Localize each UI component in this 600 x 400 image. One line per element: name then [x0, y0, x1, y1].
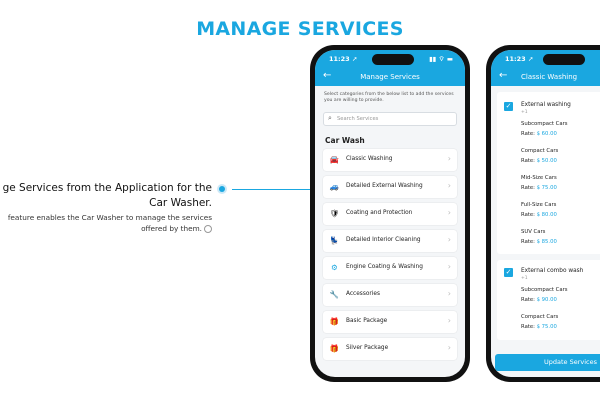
car-icon: 🚘 [329, 155, 340, 164]
car-type: SUV Cars [521, 229, 546, 235]
group-subtitle: +1 [521, 276, 528, 281]
search-placeholder: Search Services [337, 116, 379, 122]
car-type: Compact Cars [521, 314, 559, 320]
service-group-card: ✓ External washing +1 Subcompact Cars Ra… [497, 92, 600, 254]
service-label: Classic Washing [346, 156, 393, 162]
status-bar: 11:23 ➚ ▮▮ ⌔ ▬ [315, 50, 465, 68]
rate-value: $ 50.00 [536, 158, 557, 164]
chevron-right-icon: › [447, 343, 451, 352]
rate-line: Rate: $ 50.00 [521, 158, 557, 164]
connector-dot [219, 186, 225, 192]
search-input[interactable]: ⌕ Search Services [323, 112, 457, 126]
rate-label: Rate: [521, 297, 535, 303]
chevron-right-icon: › [447, 235, 451, 244]
shield-icon: 🛡 [329, 209, 340, 218]
service-label: Accessories [346, 291, 380, 297]
seat-icon: 💺 [329, 236, 340, 245]
car-wash-icon: 🚙 [329, 182, 340, 191]
service-item-detailed-interior-cleaning[interactable]: 💺 Detailed Interior Cleaning › [323, 230, 457, 252]
package-icon: 🎁 [329, 317, 340, 326]
service-label: Basic Package [346, 318, 388, 324]
app-header: ← Manage Services [315, 68, 465, 86]
feature-heading: ge Services from the Application for the… [2, 182, 212, 209]
service-item-coating-protection[interactable]: 🛡 Coating and Protection › [323, 203, 457, 225]
chevron-right-icon: › [447, 289, 451, 298]
car-type: Mid-Size Cars [521, 175, 557, 181]
service-label: Coating and Protection [346, 210, 413, 216]
feature-description: feature enables the Car Washer to manage… [0, 212, 212, 234]
rate-line: Rate: $ 85.00 [521, 239, 557, 245]
rate-label: Rate: [521, 324, 535, 330]
checkbox-checked[interactable]: ✓ [504, 102, 513, 111]
service-item-accessories[interactable]: 🔧 Accessories › [323, 284, 457, 306]
chevron-right-icon: › [447, 154, 451, 163]
back-arrow-icon[interactable]: ← [499, 70, 508, 81]
phone-classic-washing: 11:23 ➚ ← Classic Washing ✓ External was… [486, 45, 600, 382]
engine-icon: ⚙ [331, 263, 338, 272]
chevron-right-icon: › [447, 208, 451, 217]
circle-icon [204, 225, 212, 233]
search-icon: ⌕ [328, 114, 332, 122]
group-title: External combo wash [521, 268, 584, 274]
app-header: ← Classic Washing [491, 68, 600, 86]
back-arrow-icon[interactable]: ← [323, 70, 332, 81]
group-title: External washing [521, 102, 571, 108]
rate-value: $ 60.00 [536, 131, 557, 137]
rate-value: $ 80.00 [536, 212, 557, 218]
header-title: Classic Washing [521, 73, 578, 81]
status-time: 11:23 ➚ [505, 55, 534, 63]
rate-label: Rate: [521, 212, 535, 218]
rate-line: Rate: $ 80.00 [521, 212, 557, 218]
rate-line: Rate: $ 75.00 [521, 185, 557, 191]
header-title: Manage Services [360, 73, 420, 81]
group-subtitle: +1 [521, 110, 528, 115]
connector-line [232, 189, 310, 190]
chevron-right-icon: › [447, 262, 451, 271]
service-label: Detailed Interior Cleaning [346, 237, 421, 243]
page-title: MANAGE SERVICES [196, 18, 404, 40]
service-item-engine-coating[interactable]: ⚙ Engine Coating & Washing › [323, 257, 457, 279]
car-type: Subcompact Cars [521, 287, 568, 293]
rate-label: Rate: [521, 131, 535, 137]
service-item-classic-washing[interactable]: 🚘 Classic Washing › [323, 149, 457, 171]
status-icons: ▮▮ ⌔ ▬ [429, 55, 453, 63]
rate-value: $ 85.00 [536, 239, 557, 245]
phone-screen: 11:23 ➚ ← Classic Washing ✓ External was… [491, 50, 600, 377]
dynamic-island [372, 54, 414, 65]
rate-label: Rate: [521, 239, 535, 245]
rate-line: Rate: $ 75.00 [521, 324, 557, 330]
silver-package-icon: 🎁 [329, 344, 340, 353]
car-type: Full-Size Cars [521, 202, 557, 208]
service-item-silver-package[interactable]: 🎁 Silver Package › [323, 338, 457, 360]
status-bar: 11:23 ➚ [491, 50, 600, 68]
service-label: Detailed External Washing [346, 183, 423, 189]
instruction-text: Select categories from the below list to… [324, 92, 454, 103]
chevron-right-icon: › [447, 181, 451, 190]
dynamic-island [543, 54, 585, 65]
rate-value: $ 90.00 [536, 297, 557, 303]
service-label: Silver Package [346, 345, 389, 351]
rate-line: Rate: $ 90.00 [521, 297, 557, 303]
update-services-button[interactable]: Update Services [495, 354, 600, 371]
phone-manage-services: 11:23 ➚ ▮▮ ⌔ ▬ ← Manage Services Select … [310, 45, 470, 382]
service-item-basic-package[interactable]: 🎁 Basic Package › [323, 311, 457, 333]
rate-line: Rate: $ 60.00 [521, 131, 557, 137]
rate-label: Rate: [521, 158, 535, 164]
rate-label: Rate: [521, 185, 535, 191]
checkbox-checked[interactable]: ✓ [504, 268, 513, 277]
section-title: Car Wash [325, 136, 365, 145]
rate-value: $ 75.00 [536, 324, 557, 330]
service-group-card: ✓ External combo wash +1 Subcompact Cars… [497, 260, 600, 340]
status-time: 11:23 ➚ [329, 55, 358, 63]
chevron-right-icon: › [447, 316, 451, 325]
rate-value: $ 75.00 [536, 185, 557, 191]
service-item-detailed-external-washing[interactable]: 🚙 Detailed External Washing › [323, 176, 457, 198]
phone-screen: 11:23 ➚ ▮▮ ⌔ ▬ ← Manage Services Select … [315, 50, 465, 377]
service-label: Engine Coating & Washing [346, 264, 423, 270]
feature-description-text: feature enables the Car Washer to manage… [7, 213, 212, 233]
accessories-icon: 🔧 [329, 290, 340, 299]
car-type: Compact Cars [521, 148, 559, 154]
car-type: Subcompact Cars [521, 121, 568, 127]
